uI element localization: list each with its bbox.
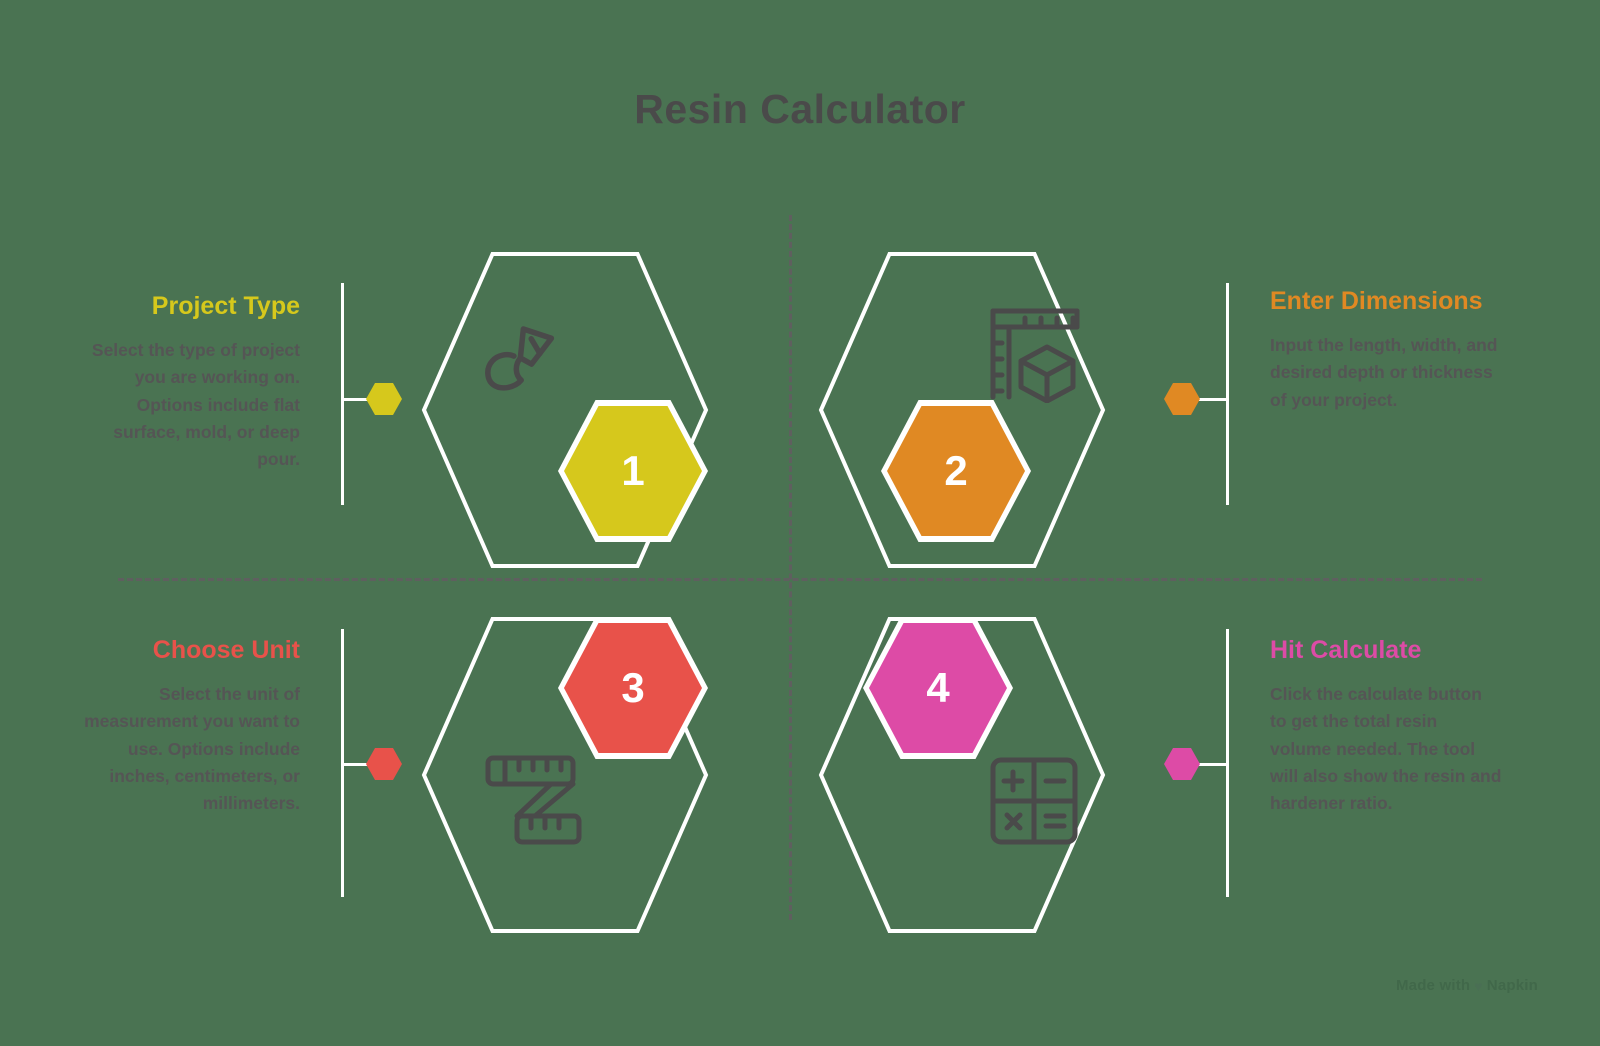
step-3-connector: [343, 763, 371, 766]
step-3-text-block: Choose Unit Select the unit of measureme…: [68, 636, 300, 817]
step-1-number: 1: [564, 406, 702, 536]
step-1-text-block: Project Type Select the type of project …: [68, 292, 300, 473]
step-4-body: Click the calculate button to get the to…: [1270, 684, 1502, 813]
step-3-rail: [341, 629, 344, 897]
step-2-text-block: Enter Dimensions Input the length, width…: [1270, 287, 1502, 414]
step-2-number: 2: [887, 406, 1025, 536]
step-1-number-badge: 1: [558, 400, 708, 542]
step-1-connector: [343, 398, 371, 401]
step-2-outline-hexagon: [817, 250, 1107, 570]
step-3-body: Select the unit of measurement you want …: [84, 684, 300, 813]
step-1-outline-hexagon: [420, 250, 710, 570]
step-2-body: Input the length, width, and desired dep…: [1270, 335, 1498, 410]
step-1-heading: Project Type: [151, 292, 300, 320]
step-4-heading: Hit Calculate: [1270, 636, 1422, 664]
step-1-body: Select the type of project you are worki…: [91, 340, 300, 469]
step-1-rail: [341, 283, 344, 505]
step-3-number: 3: [564, 623, 702, 753]
step-2-connector: [1198, 398, 1226, 401]
step-2-bullet-hexagon: [1164, 383, 1200, 415]
ruler-cube-icon: [985, 305, 1083, 403]
folding-ruler-icon: [483, 752, 583, 848]
step-3-number-badge: 3: [558, 617, 708, 759]
step-4-number: 4: [869, 623, 1007, 753]
step-4-number-badge: 4: [863, 617, 1013, 759]
step-2-rail: [1226, 283, 1229, 505]
vertical-divider: [789, 215, 792, 920]
page-title: Resin Calculator: [634, 86, 966, 132]
step-4-text-block: Hit Calculate Click the calculate button…: [1270, 636, 1502, 817]
heart-icon: ♥: [1474, 977, 1483, 994]
step-1-bullet-hexagon: [366, 383, 402, 415]
paint-brush-icon: [472, 308, 568, 404]
footer-attribution: Made with ♥ Napkin: [1396, 977, 1538, 994]
step-4-rail: [1226, 629, 1229, 897]
step-4-connector: [1198, 763, 1226, 766]
step-4-bullet-hexagon: [1164, 748, 1200, 780]
horizontal-divider: [118, 578, 1482, 581]
footer-brand: Napkin: [1486, 977, 1538, 994]
step-2-heading: Enter Dimensions: [1270, 287, 1483, 315]
step-3-bullet-hexagon: [366, 748, 402, 780]
step-3-heading: Choose Unit: [152, 636, 300, 664]
footer-prefix: Made with: [1395, 977, 1471, 994]
calculator-icon: [988, 755, 1080, 847]
step-4-outline-hexagon: [817, 615, 1107, 935]
